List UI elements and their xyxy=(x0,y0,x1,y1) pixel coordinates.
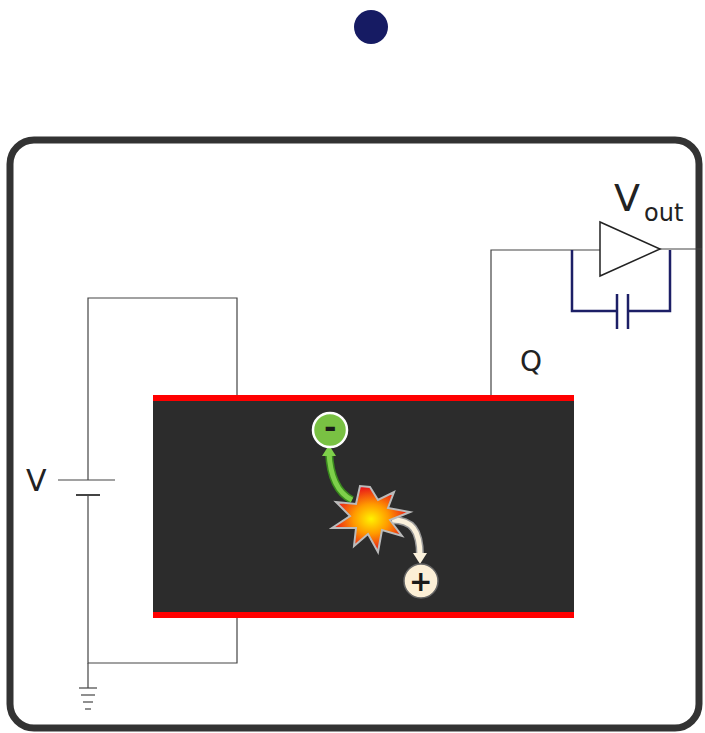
housing-outline xyxy=(10,140,699,728)
electron-circle xyxy=(313,413,347,447)
hole-sign: + xyxy=(409,568,432,596)
top-electrode xyxy=(153,395,574,401)
output-subscript: out xyxy=(644,201,683,225)
electron-sign: - xyxy=(324,413,336,443)
hole-track xyxy=(392,520,420,556)
electron-track xyxy=(329,452,352,500)
hole-circle xyxy=(404,564,438,598)
battery-voltage-label: V xyxy=(26,466,47,496)
detector-body xyxy=(153,397,574,617)
bottom-electrode xyxy=(153,612,574,618)
electron-track xyxy=(329,452,352,500)
hole-track xyxy=(392,520,420,556)
output-wire xyxy=(660,248,702,249)
signal-wire xyxy=(491,250,600,397)
hole-arrowhead xyxy=(413,553,427,564)
particle-dot xyxy=(354,10,388,44)
ionization-burst xyxy=(332,486,410,552)
amplifier-symbol xyxy=(600,222,660,276)
output-voltage-label: V xyxy=(614,179,640,217)
charge-label: Q xyxy=(520,348,542,376)
